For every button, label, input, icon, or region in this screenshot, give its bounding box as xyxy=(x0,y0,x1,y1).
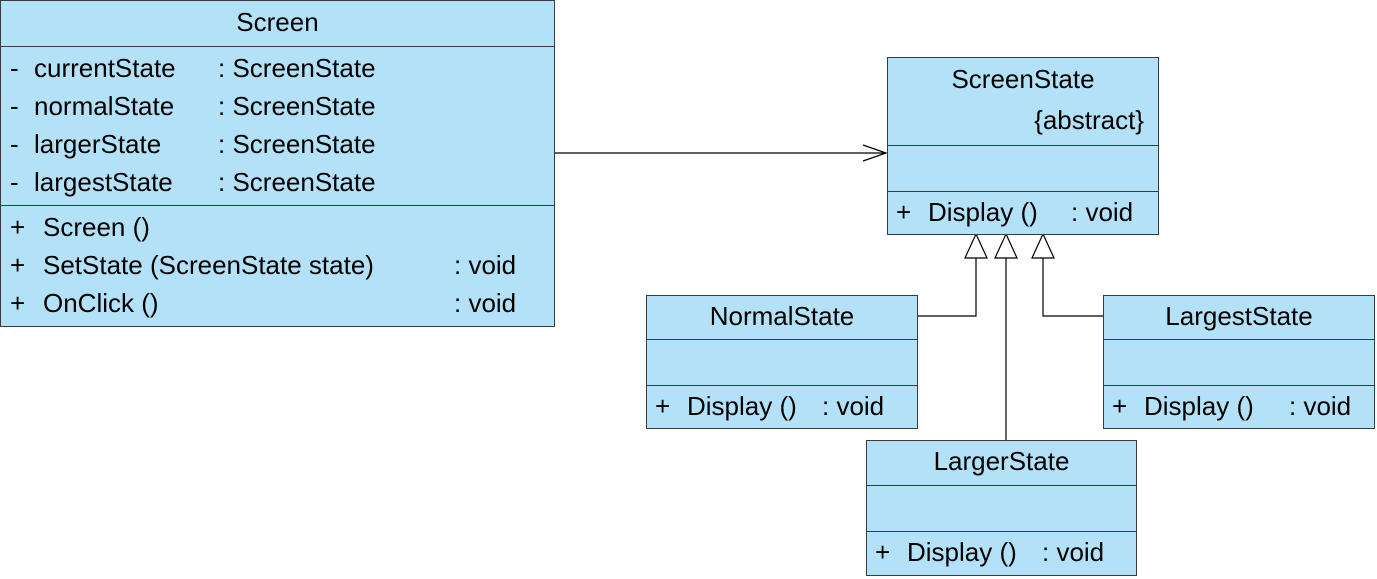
visibility-marker: + xyxy=(875,537,891,567)
visibility-marker: - xyxy=(10,91,19,121)
class-screen-operations: + Screen () + SetState (ScreenState stat… xyxy=(1,205,554,326)
class-normal-state[interactable]: NormalState + Display () : void xyxy=(646,295,918,429)
operation-return-type: : void xyxy=(1289,391,1352,421)
class-larger-state-name-section: LargerState xyxy=(867,441,1136,486)
operation-signature: Display () xyxy=(687,391,797,421)
operation-return-type: : void xyxy=(454,250,517,280)
class-larger-state-attributes xyxy=(867,486,1136,531)
visibility-marker: + xyxy=(10,250,26,280)
class-screen-state-attributes xyxy=(888,146,1158,191)
class-screen-state[interactable]: ScreenState {abstract} + Display () : vo… xyxy=(887,57,1159,235)
attribute-type: : ScreenState xyxy=(218,167,376,197)
generalization-normal-state xyxy=(918,232,988,317)
operation-row: + SetState (ScreenState state) : void xyxy=(1,246,554,284)
operation-return-type: : void xyxy=(454,288,517,318)
operation-signature: Display () xyxy=(1144,391,1254,421)
visibility-marker: + xyxy=(1112,391,1128,421)
abstract-stereotype: {abstract} xyxy=(1034,105,1144,135)
operation-row: + OnClick () : void xyxy=(1,284,554,322)
class-screen-attributes: - currentState : ScreenState - normalSta… xyxy=(1,47,554,205)
class-screen-name-section: Screen xyxy=(1,1,554,47)
class-larger-state-name: LargerState xyxy=(933,446,1070,476)
class-largest-state-operations: + Display () : void xyxy=(1104,385,1374,428)
association-arrow xyxy=(555,144,888,162)
attribute-row: - largestState : ScreenState xyxy=(1,163,554,201)
class-screen-state-name: ScreenState xyxy=(951,64,1095,94)
operation-row: + Screen () xyxy=(1,208,554,246)
operation-signature: Display () xyxy=(928,197,1038,227)
class-larger-state-operations: + Display () : void xyxy=(867,531,1136,575)
attribute-name: normalState xyxy=(34,91,175,121)
class-largest-state-name-section: LargestState xyxy=(1104,296,1374,340)
attribute-row: - largerState : ScreenState xyxy=(1,125,554,163)
operation-row: + Display () : void xyxy=(647,387,917,425)
attribute-type: : ScreenState xyxy=(218,91,376,121)
attribute-type: : ScreenState xyxy=(218,53,376,83)
visibility-marker: - xyxy=(10,167,19,197)
attribute-row: - normalState : ScreenState xyxy=(1,87,554,125)
visibility-marker: - xyxy=(10,53,19,83)
class-largest-state-attributes xyxy=(1104,340,1374,385)
class-largest-state[interactable]: LargestState + Display () : void xyxy=(1103,295,1375,429)
class-normal-state-operations: + Display () : void xyxy=(647,385,917,428)
generalization-larger-state xyxy=(994,232,1018,440)
class-normal-state-attributes xyxy=(647,340,917,385)
class-normal-state-name-section: NormalState xyxy=(647,296,917,340)
class-largest-state-name: LargestState xyxy=(1165,301,1313,331)
attribute-name: currentState xyxy=(34,53,176,83)
operation-row: + Display () : void xyxy=(867,533,1136,571)
visibility-marker: + xyxy=(655,391,671,421)
operation-row: + Display () : void xyxy=(888,193,1158,231)
class-larger-state[interactable]: LargerState + Display () : void xyxy=(866,440,1137,576)
visibility-marker: + xyxy=(10,288,26,318)
operation-row: + Display () : void xyxy=(1104,387,1374,425)
attribute-row: - currentState : ScreenState xyxy=(1,49,554,87)
visibility-marker: - xyxy=(10,129,19,159)
visibility-marker: + xyxy=(10,212,26,242)
attribute-type: : ScreenState xyxy=(218,129,376,159)
class-screen-state-name-section: ScreenState {abstract} xyxy=(888,58,1158,146)
generalization-largest-state xyxy=(1031,232,1103,317)
class-screen-state-operations: + Display () : void xyxy=(888,191,1158,234)
class-screen-name: Screen xyxy=(236,7,319,37)
operation-return-type: : void xyxy=(1071,197,1134,227)
operation-signature: SetState (ScreenState state) xyxy=(43,250,374,280)
operation-signature: Display () xyxy=(907,537,1017,567)
attribute-name: largerState xyxy=(34,129,162,159)
operation-return-type: : void xyxy=(1042,537,1105,567)
visibility-marker: + xyxy=(896,197,912,227)
class-screen[interactable]: Screen - currentState : ScreenState - no… xyxy=(0,0,555,327)
attribute-name: largestState xyxy=(34,167,173,197)
operation-signature: Screen () xyxy=(43,212,150,242)
class-normal-state-name: NormalState xyxy=(709,301,855,331)
operation-return-type: : void xyxy=(822,391,885,421)
operation-signature: OnClick () xyxy=(43,288,159,318)
